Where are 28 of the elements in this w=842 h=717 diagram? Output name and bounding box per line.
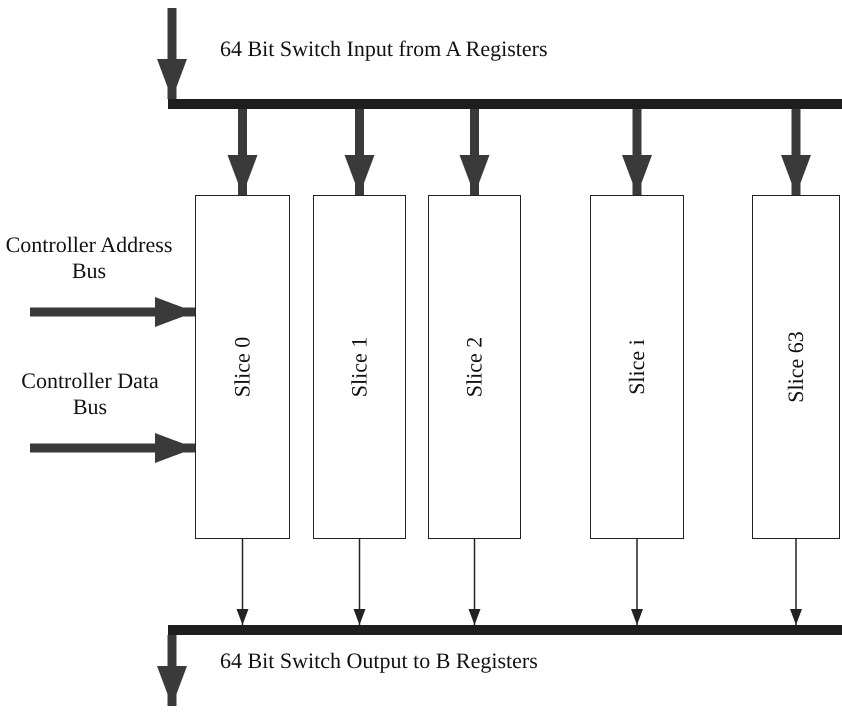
slice-box <box>752 195 840 539</box>
bus-caption: 64 Bit Switch Output to B Registers <box>220 648 538 674</box>
arrow <box>622 109 652 195</box>
slice-label: Slice 0 <box>230 336 256 398</box>
arrow <box>30 297 195 327</box>
slice-box <box>590 195 684 539</box>
slice-label: Slice 63 <box>783 331 809 403</box>
arrow <box>781 109 811 195</box>
arrow <box>460 109 490 195</box>
slice-box <box>195 195 290 539</box>
arrow <box>157 8 187 99</box>
arrow <box>790 539 802 625</box>
arrow <box>30 433 195 463</box>
arrow <box>354 539 366 625</box>
slice-box <box>428 195 521 539</box>
arrow <box>631 539 643 625</box>
slice-label: Slice 1 <box>346 336 372 398</box>
bus-bar <box>168 99 842 109</box>
arrow <box>468 539 480 625</box>
slice-box <box>313 195 406 539</box>
arrow <box>157 635 187 706</box>
arrow <box>236 539 248 625</box>
slice-label: Slice 2 <box>462 336 488 398</box>
slice-label: Slice i <box>624 339 650 395</box>
bus-bar <box>168 625 842 635</box>
arrow <box>344 109 374 195</box>
bus-caption: 64 Bit Switch Input from A Registers <box>220 36 548 62</box>
arrow <box>228 109 258 195</box>
